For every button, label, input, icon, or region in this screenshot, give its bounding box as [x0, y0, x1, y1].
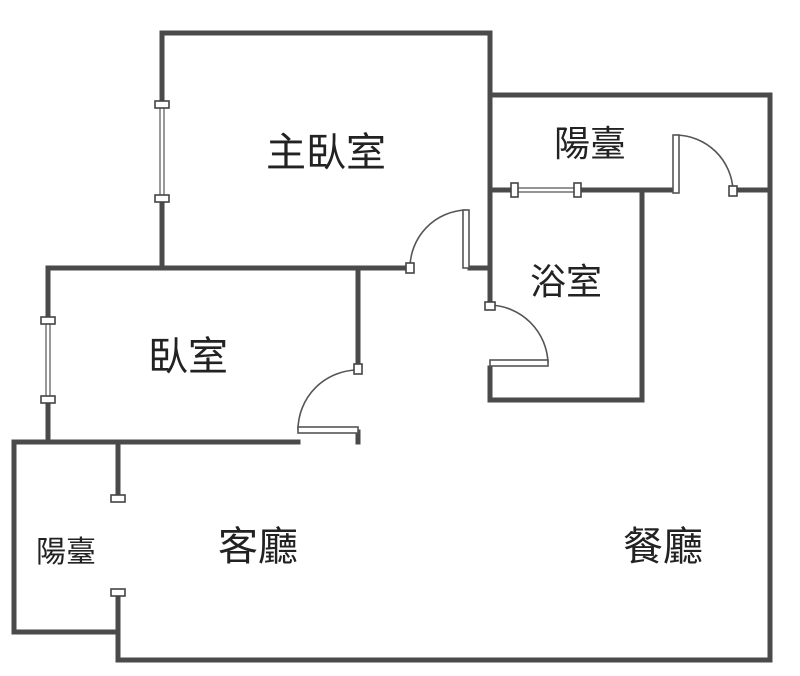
living-room-bottom-wall: [115, 590, 773, 663]
top-balcony-door: [672, 134, 738, 197]
windows: [40, 100, 582, 597]
label-balcony-top: 陽臺: [554, 124, 626, 165]
bathroom-left-wall-lower: [487, 187, 645, 403]
master-bedroom-wall: [159, 30, 493, 193]
bathroom-door: [484, 301, 549, 367]
label-master-bedroom: 主臥室: [266, 130, 386, 176]
label-living-room: 客廳: [218, 524, 298, 570]
balcony-sliding-door: [510, 182, 582, 198]
label-dining-room: 餐廳: [623, 524, 703, 570]
bedroom-door: [297, 363, 363, 434]
label-bedroom: 臥室: [148, 334, 228, 380]
bedroom-window: [40, 316, 56, 404]
doors: [297, 134, 738, 434]
top-balcony-wall: [487, 92, 773, 663]
label-bathroom: 浴室: [530, 262, 602, 303]
master-bedroom-door: [405, 209, 470, 274]
room-labels: 主臥室 陽臺 浴室 臥室 陽臺 客廳 餐廳: [36, 124, 703, 570]
left-balcony-opening: [110, 494, 126, 597]
master-bedroom-window: [154, 100, 170, 203]
label-balcony-left: 陽臺: [36, 535, 96, 570]
left-balcony-wall: [11, 439, 121, 635]
walls: [11, 30, 773, 663]
